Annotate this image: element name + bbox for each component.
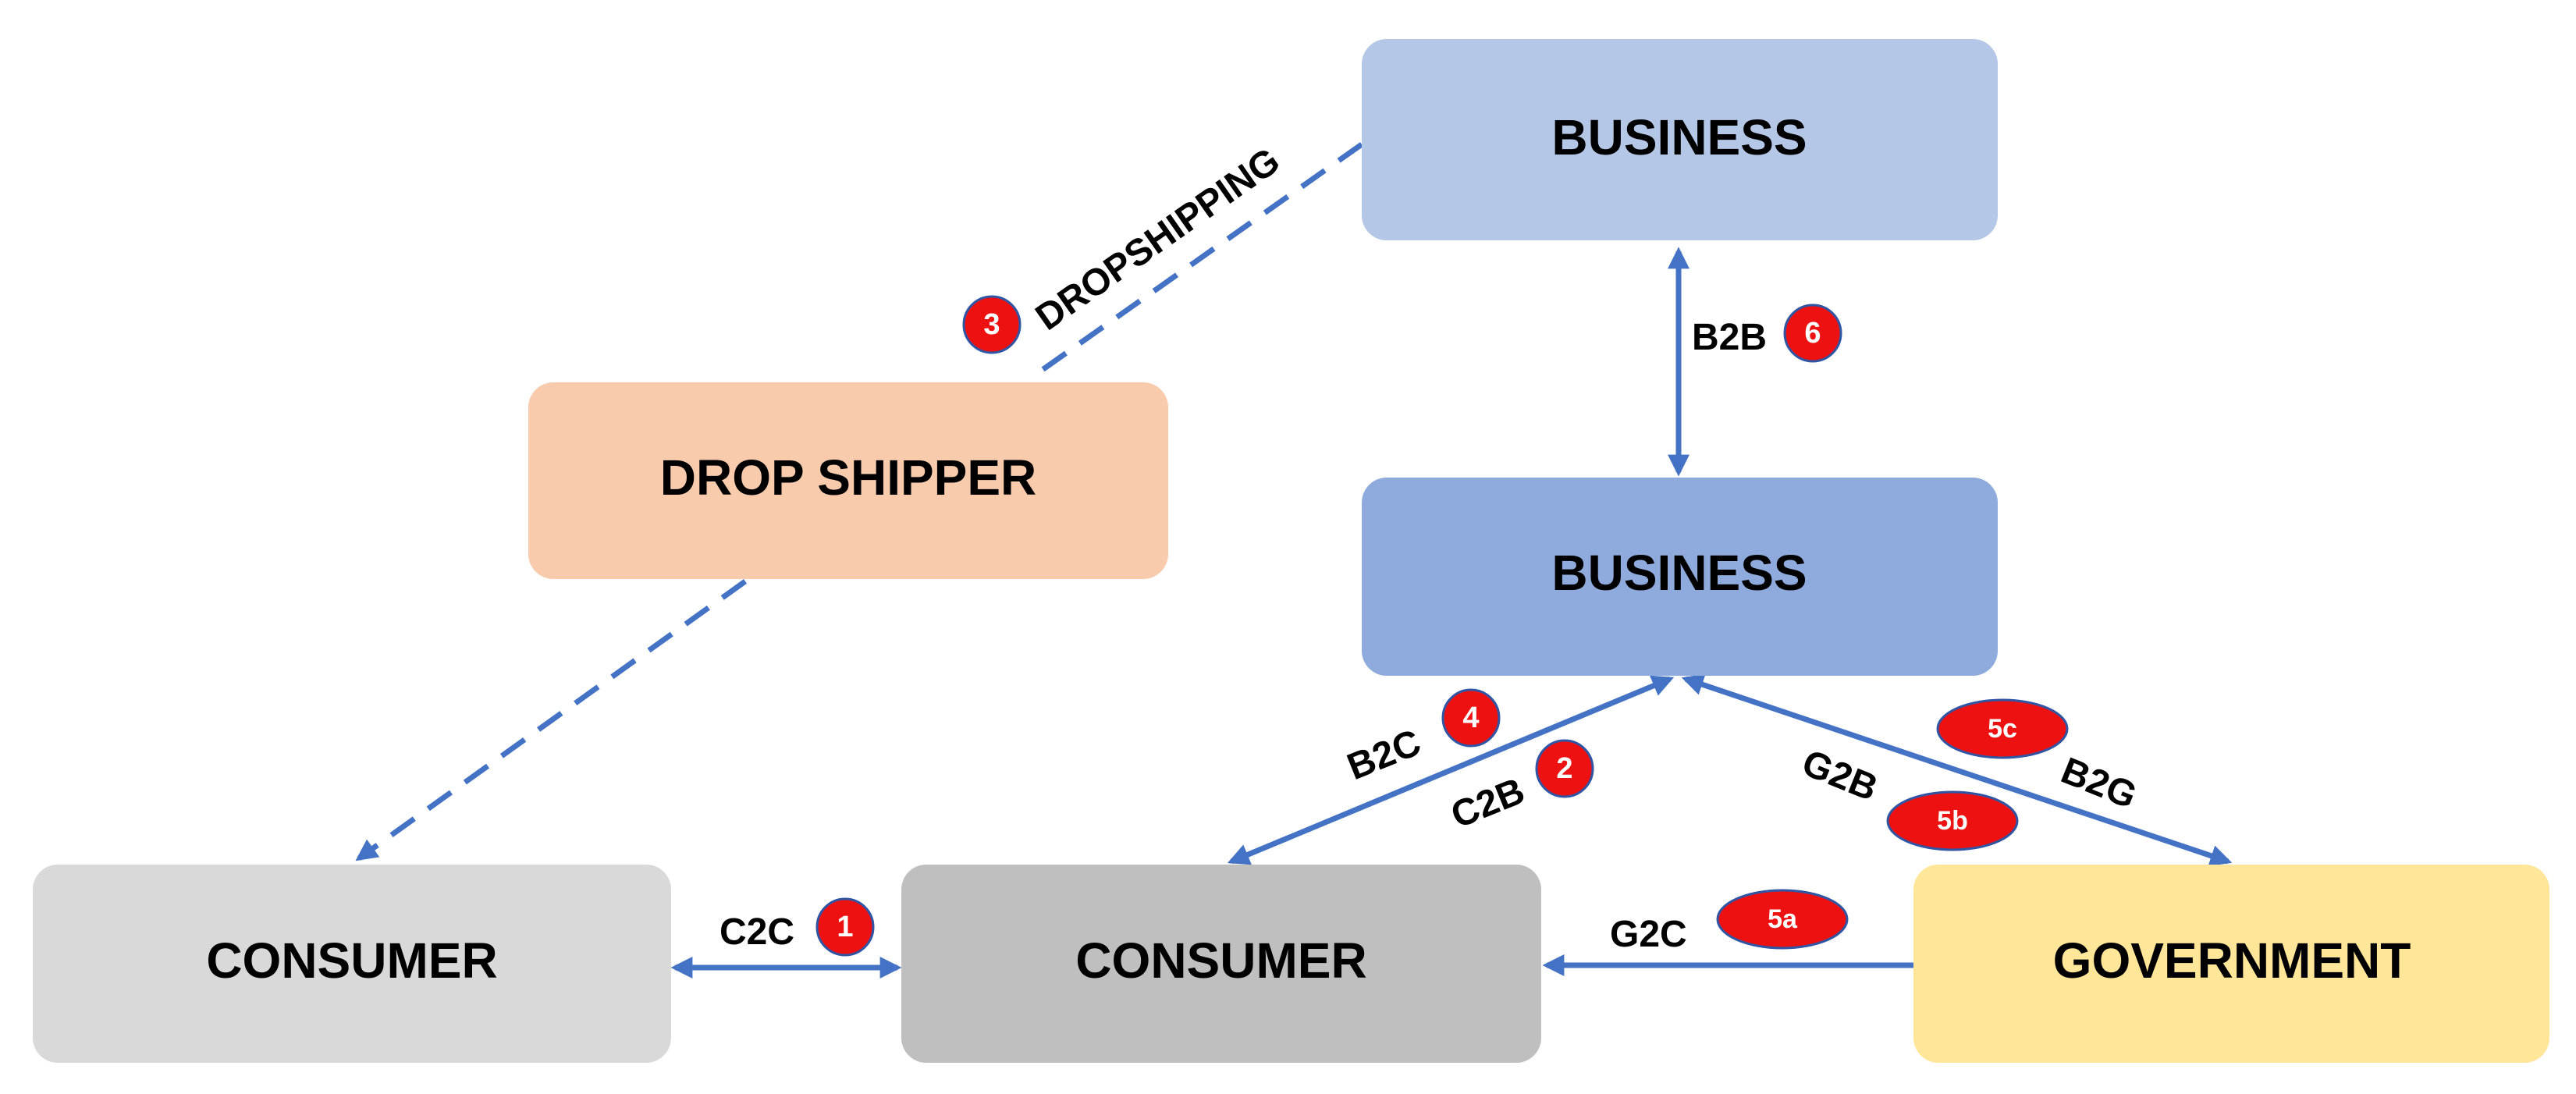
consumer-mid-box <box>901 865 1541 1063</box>
badge-b2b: 6 <box>1783 304 1842 363</box>
badge-c2b-text: 2 <box>1556 752 1572 785</box>
badge-dropshipping-text: 3 <box>983 308 1000 341</box>
g2b-b2g-connector <box>1681 673 2233 867</box>
government-box <box>1913 865 2549 1063</box>
g2c-label: G2C <box>1610 914 1687 955</box>
badge-b2c: 4 <box>1441 688 1501 748</box>
badge-g2c: 5a <box>1716 889 1849 950</box>
consumer-mid-node: CONSUMER <box>901 865 1541 1063</box>
badge-g2b: 5b <box>1886 790 2019 851</box>
business-mid-label: BUSINESS <box>1551 545 1807 601</box>
government-label: GOVERNMENT <box>2053 932 2411 989</box>
consumer-mid-label: CONSUMER <box>1075 932 1366 989</box>
badge-c2c: 1 <box>815 897 875 957</box>
consumer-left-node: CONSUMER <box>33 865 671 1063</box>
business-top-label: BUSINESS <box>1551 109 1807 165</box>
badge-c2c-text: 1 <box>837 911 853 943</box>
government-node: GOVERNMENT <box>1913 865 2549 1063</box>
dropshipping-label: DROPSHIPPING <box>1029 140 1288 339</box>
business-top-box <box>1362 39 1998 240</box>
b2c-c2b-connector <box>1227 675 1675 865</box>
consumer-left-label: CONSUMER <box>206 932 497 989</box>
business-mid-node: BUSINESS <box>1362 478 1998 676</box>
b2b-label: B2B <box>1692 317 1767 358</box>
c2b-label: C2B <box>1445 770 1530 836</box>
badge-b2g: 5c <box>1936 698 2069 759</box>
badge-g2c-text: 5a <box>1768 904 1798 934</box>
badge-dropshipping: 3 <box>962 295 1022 354</box>
badge-b2c-text: 4 <box>1462 702 1479 734</box>
business-top-node: BUSINESS <box>1362 39 1998 240</box>
b2c-label: B2C <box>1341 722 1427 788</box>
dropshipping-connector-lower <box>355 579 748 861</box>
drop-shipper-box <box>528 382 1168 579</box>
badge-c2b: 2 <box>1535 739 1594 798</box>
c2c-label: C2C <box>720 911 794 953</box>
drop-shipper-label: DROP SHIPPER <box>660 449 1037 506</box>
business-mid-box <box>1362 478 1998 676</box>
dropshipping-connector-upper <box>1028 142 1364 381</box>
g2b-label: G2B <box>1796 742 1883 809</box>
consumer-left-box <box>33 865 671 1063</box>
badge-b2b-text: 6 <box>1804 317 1821 350</box>
badge-b2g-text: 5c <box>1988 714 2017 744</box>
badge-g2b-text: 5b <box>1937 806 1968 836</box>
drop-shipper-node: DROP SHIPPER <box>528 382 1168 579</box>
